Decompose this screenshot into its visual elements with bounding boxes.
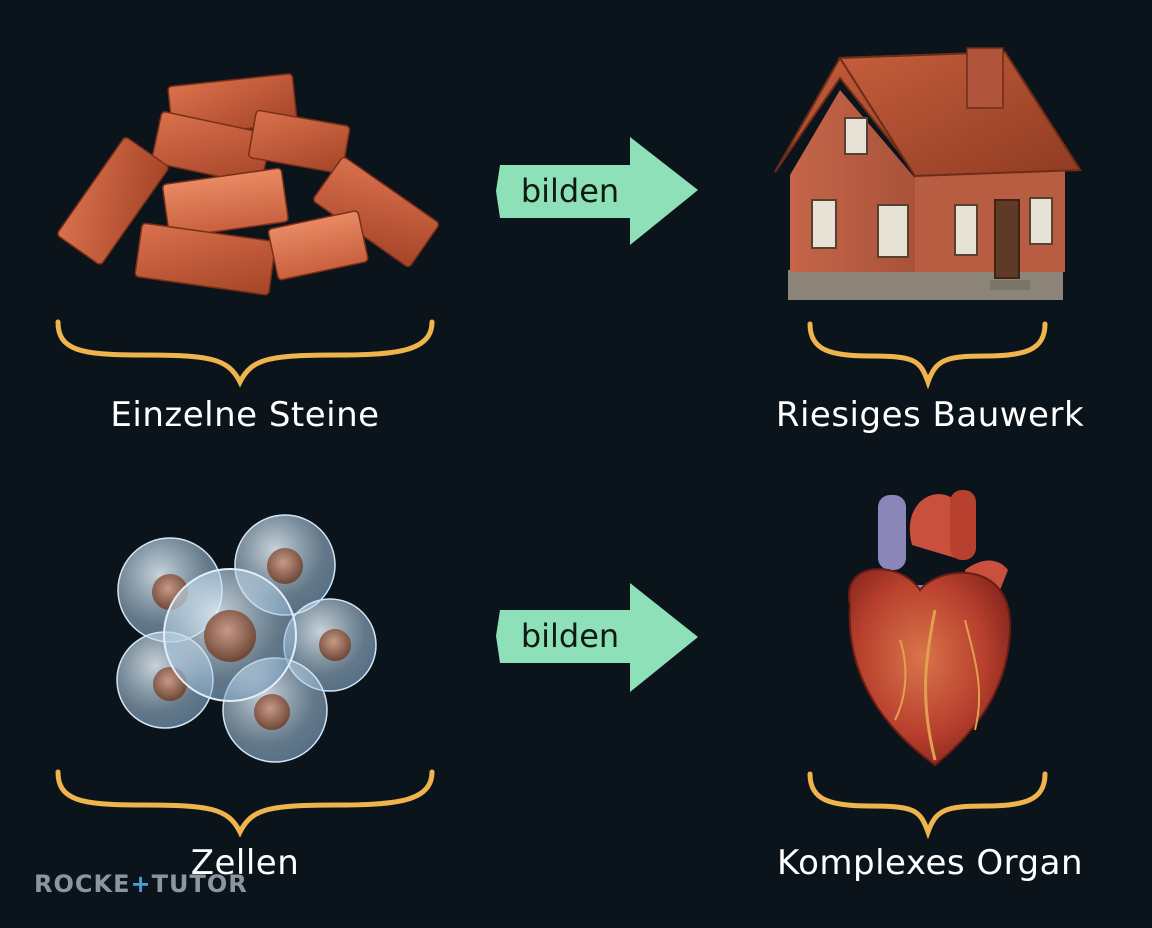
arrow-bottom-label: bilden — [520, 617, 620, 655]
caption-house: Riesiges Bauwerk — [775, 395, 1085, 435]
caption-heart: Komplexes Organ — [777, 843, 1083, 883]
rocket-tutor-logo: ROCKE+TUTOR — [34, 870, 248, 898]
arrow-top-label: bilden — [520, 172, 620, 210]
caption-cells: Zellen — [190, 843, 300, 883]
caption-bricks: Einzelne Steine — [110, 395, 380, 435]
